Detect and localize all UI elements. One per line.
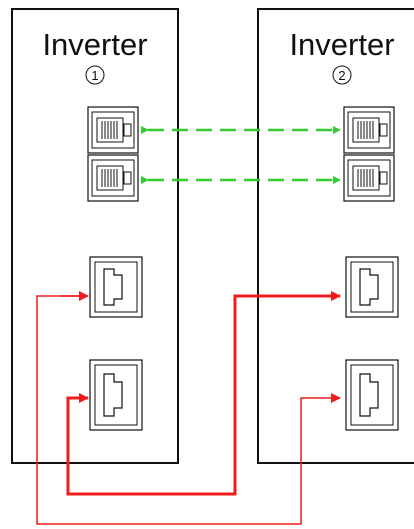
inverter-2-number-badge: 2	[332, 65, 352, 85]
ac-socket-icon	[345, 359, 399, 431]
rj45-jack-icon	[87, 154, 139, 202]
inverter-1-comm-port-b	[87, 154, 139, 202]
ac-socket-icon	[345, 256, 399, 318]
svg-text:1: 1	[91, 68, 98, 83]
power-cable-b	[36, 295, 341, 525]
inverter-2-comm-port-a	[343, 106, 395, 154]
ac-socket-icon	[89, 359, 143, 431]
inverter-2: Inverter 2	[257, 8, 414, 464]
inverter-1-number-badge: 1	[85, 65, 105, 85]
inverter-1-power-port-b	[89, 359, 143, 431]
inverter-2-power-port-a	[345, 256, 399, 318]
svg-text:2: 2	[338, 68, 345, 83]
inverter-2-title: Inverter	[289, 27, 394, 62]
inverter-1-title: Inverter	[42, 27, 147, 62]
inverter-1-power-port-a	[89, 256, 143, 318]
rj45-jack-icon	[87, 106, 139, 154]
inverter-1: Inverter 1	[11, 8, 179, 464]
inverter-1-comm-port-a	[87, 106, 139, 154]
inverter-2-power-port-b	[345, 359, 399, 431]
rj45-jack-icon	[343, 154, 395, 202]
inverter-2-comm-port-b	[343, 154, 395, 202]
rj45-jack-icon	[343, 106, 395, 154]
ac-socket-icon	[89, 256, 143, 318]
